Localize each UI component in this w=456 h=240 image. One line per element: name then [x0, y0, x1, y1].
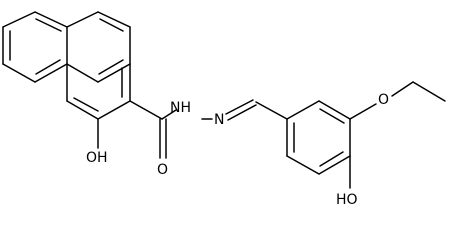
- naphthol-oh-label: OH: [86, 150, 108, 166]
- amide-nh-label: NH: [170, 100, 191, 116]
- imine-ch-aryl-bond: [255, 101, 288, 120]
- naphthalene-lower-ring: [66, 63, 131, 120]
- benzene-ring: [286, 100, 351, 175]
- aryl-ether-bond: [349, 103, 377, 120]
- molecule-drawing: OH O NH N O HO: [2, 11, 446, 208]
- ethyl-chain: [391, 81, 446, 102]
- naphthalene-right-ring: [66, 11, 131, 83]
- ether-oxygen-label: O: [378, 92, 389, 108]
- amide-carbonyl: [129, 100, 167, 159]
- phenol-oh-label: HO: [336, 192, 358, 208]
- imine-double-bond: [225, 99, 257, 121]
- imine-n-label: N: [214, 112, 224, 128]
- carbonyl-oxygen-label: O: [157, 162, 168, 178]
- structure-diagram: OH O NH N O HO: [2, 11, 446, 208]
- amide-cn-bond: [161, 109, 177, 120]
- naphthalene-left-ring: [2, 11, 68, 83]
